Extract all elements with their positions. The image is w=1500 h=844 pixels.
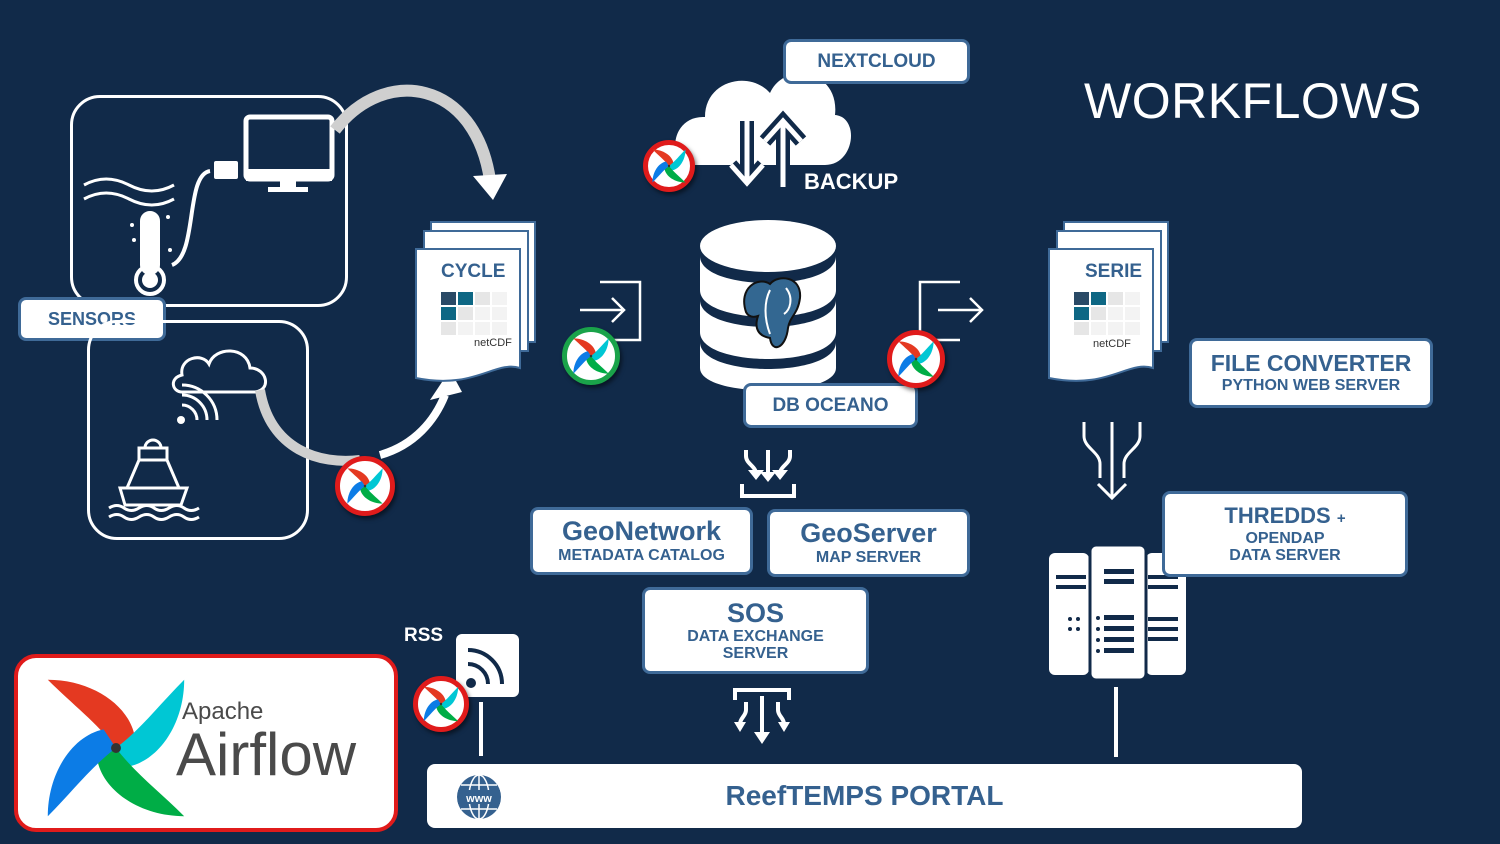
- import-arrow-icon: [580, 280, 642, 342]
- page-title: WORKFLOWS: [1084, 73, 1422, 129]
- curved-arrow-to-cycle: [330, 84, 507, 200]
- thredds-title: THREDDS +: [1224, 504, 1345, 527]
- sensor-lab-panel: [70, 95, 348, 307]
- geoserver-box: GeoServer MAP SERVER: [767, 509, 970, 577]
- thredds-plus: +: [1336, 509, 1346, 527]
- airflow-badge-buoy[interactable]: [335, 456, 395, 516]
- usb-cable: [170, 169, 211, 267]
- merge-arrow-icon: [1082, 422, 1142, 501]
- cycle-netcdf-file-icon: [415, 221, 536, 382]
- www-globe-icon: www: [457, 774, 501, 820]
- server-rack-icon: [1049, 543, 1186, 682]
- sensor-lab-illustration: [83, 114, 335, 296]
- split-down-icon: [733, 688, 791, 744]
- computer-monitor-icon: [243, 114, 335, 192]
- nextcloud-label: NEXTCLOUD: [783, 39, 970, 84]
- thermometer-icon: [134, 211, 166, 296]
- airflow-pinwheel-icon: [652, 149, 686, 183]
- nextcloud-cloud-icon: [675, 73, 852, 194]
- airflow-badge-rss[interactable]: [413, 676, 469, 732]
- nextcloud-label-text: NEXTCLOUD: [817, 50, 936, 72]
- sensor-buoy-panel: [87, 320, 309, 540]
- airflow-pinwheel-icon: [423, 686, 459, 722]
- wifi-signal-icon: [181, 383, 219, 421]
- geonetwork-box: GeoNetwork METADATA CATALOG: [530, 507, 753, 575]
- sos-line3: SERVER: [722, 644, 789, 662]
- airflow-logo-airflow: Airflow: [176, 721, 357, 788]
- geonetwork-title: GeoNetwork: [561, 516, 722, 547]
- backup-label: BACKUP: [804, 169, 899, 194]
- thredds-box: THREDDS + OPENDAP DATA SERVER: [1162, 491, 1408, 577]
- cloud-icon: [171, 349, 267, 394]
- sensor-buoy-illustration: [108, 349, 267, 521]
- apache-airflow-logo: Apache Airflow: [14, 654, 398, 832]
- thredds-title-text: THREDDS: [1224, 502, 1331, 528]
- cycle-file-label: CYCLE: [441, 261, 506, 282]
- rss-feed-icon: [466, 648, 504, 688]
- airflow-logo-apache: Apache: [182, 698, 264, 725]
- serie-file-label: SERIE: [1085, 261, 1143, 282]
- geoserver-subtitle: MAP SERVER: [815, 548, 922, 566]
- usb-plug-icon: [214, 161, 238, 179]
- sos-title: SOS: [726, 597, 785, 628]
- file-converter-title: FILE CONVERTER: [1210, 350, 1412, 377]
- sos-box: SOS DATA EXCHANGE SERVER: [642, 587, 869, 674]
- airflow-pinwheel-icon: [898, 341, 934, 377]
- airflow-badge-export[interactable]: [887, 330, 945, 388]
- rss-to-portal-connector: [479, 702, 483, 756]
- rss-label: RSS: [404, 625, 444, 646]
- postgresql-elephant-icon: [743, 277, 802, 349]
- reeftemps-portal-bar[interactable]: www ReefTEMPS PORTAL: [427, 764, 1302, 828]
- svg-text:www: www: [465, 793, 492, 805]
- file-converter-subtitle: PYTHON WEB SERVER: [1221, 377, 1401, 395]
- portal-label: ReefTEMPS PORTAL: [725, 780, 1004, 811]
- rss-feed-tile: [456, 634, 519, 697]
- airflow-pinwheel-icon: [573, 338, 609, 374]
- sos-line2: DATA EXCHANGE: [687, 627, 824, 645]
- serie-netcdf-file-icon: [1048, 221, 1169, 382]
- airflow-pinwheel-icon: [347, 468, 383, 504]
- airflow-badge-backup[interactable]: [643, 140, 695, 192]
- merge-down-icon: [740, 450, 796, 498]
- water-waves-icon: [83, 177, 175, 207]
- file-converter-box: FILE CONVERTER PYTHON WEB SERVER: [1189, 338, 1433, 408]
- cycle-file-format: netCDF: [474, 337, 512, 349]
- geonetwork-subtitle: METADATA CATALOG: [558, 546, 725, 564]
- server-to-portal-connector: [1114, 687, 1118, 757]
- db-oceano-label: DB OCEANO: [743, 383, 918, 428]
- airflow-badge-ingest[interactable]: [562, 327, 620, 385]
- thredds-line2: OPENDAP: [1245, 529, 1325, 547]
- thredds-line3: DATA SERVER: [1229, 546, 1341, 564]
- geoserver-title: GeoServer: [800, 518, 937, 549]
- airflow-pinwheel-logo-icon: [47, 679, 185, 817]
- serie-file-format: netCDF: [1093, 338, 1131, 350]
- database-icon: [700, 220, 836, 391]
- buoy-icon: [108, 438, 200, 521]
- export-arrow-icon: [918, 280, 984, 342]
- db-oceano-label-text: DB OCEANO: [772, 394, 889, 416]
